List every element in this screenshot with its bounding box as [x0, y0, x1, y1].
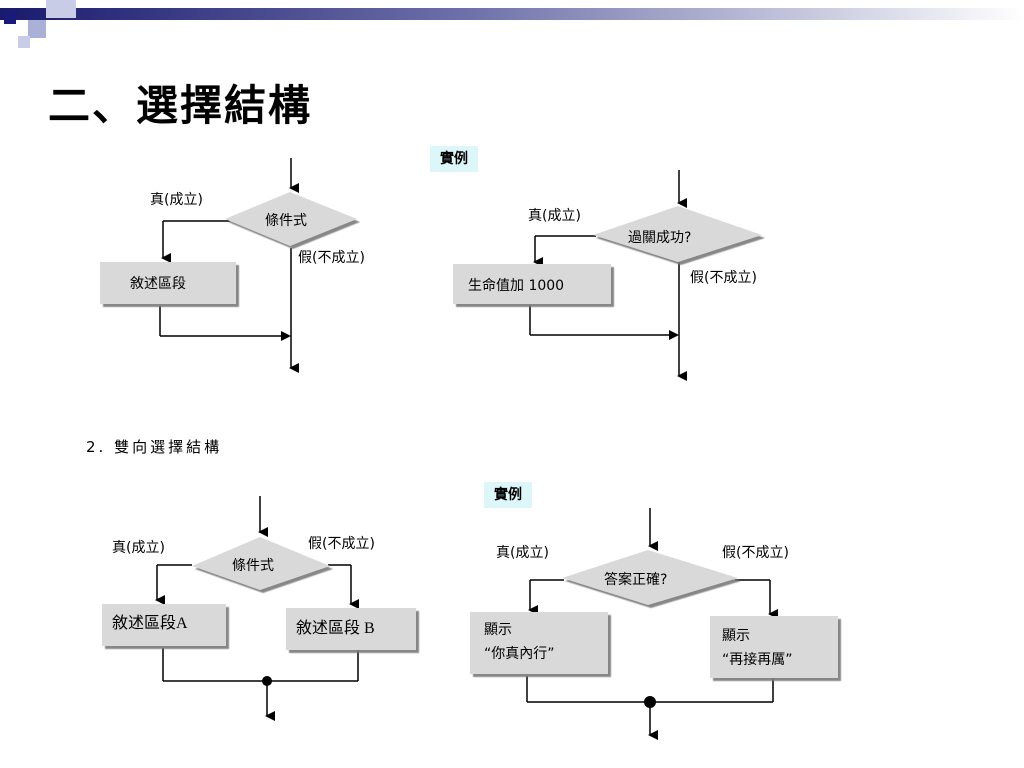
false-label: 假(不成立) [298, 250, 365, 266]
true-label-example: 真(成立) [528, 208, 581, 224]
join-dot [262, 676, 272, 686]
header-gradient-bar [0, 8, 1024, 20]
example-tag-1: 實例 [430, 146, 478, 172]
statement-block-example-b [710, 616, 838, 678]
block-a-text: 敘述區段A [112, 614, 188, 632]
block-example-a-line2: “你真內行” [484, 646, 555, 662]
block-text: 敘述區段 [130, 275, 186, 292]
condition-diamond-example [593, 206, 762, 262]
false-label-example: 假(不成立) [690, 270, 757, 286]
condition-diamond [225, 192, 357, 246]
condition-text-example-double: 答案正確? [604, 571, 667, 588]
statement-block-b [286, 608, 416, 650]
statement-block [100, 262, 236, 304]
diagram-example-single [529, 170, 687, 381]
condition-diamond-double [192, 537, 330, 590]
true-label-double: 真(成立) [112, 540, 165, 556]
condition-text-example: 過關成功? [628, 230, 691, 246]
block-b-text: 敘述區段 B [296, 619, 375, 637]
logo-square-light-1 [28, 20, 46, 38]
diagram-generic-single [159, 158, 299, 373]
page-title: 二、選擇結構 [48, 81, 313, 130]
true-label-example-double: 真(成立) [496, 545, 549, 561]
false-label-example-double: 假(不成立) [722, 545, 789, 561]
section-label: 2. 雙向選擇結構 [86, 438, 223, 456]
logo-square-light-2 [46, 0, 76, 18]
condition-text: 條件式 [265, 213, 307, 229]
logo-square-dark-1 [4, 12, 16, 24]
statement-block-example [453, 264, 611, 304]
logo-square-light-3 [18, 36, 30, 48]
block-text-example: 生命值加 1000 [468, 277, 564, 294]
block-example-b-line2: “再接再厲” [722, 651, 793, 668]
statement-block-example-a [470, 612, 608, 674]
header-bar [0, 0, 1024, 48]
condition-text-double: 條件式 [232, 558, 274, 574]
true-label: 真(成立) [150, 192, 203, 208]
block-example-b-line1: 顯示 [722, 628, 750, 644]
diagram-example-double [526, 508, 778, 740]
statement-block-a [102, 604, 226, 646]
example-tag-2: 實例 [484, 482, 532, 508]
condition-diamond-example-double [562, 550, 738, 605]
diagram-generic-double [155, 496, 359, 721]
false-label-double: 假(不成立) [308, 536, 375, 552]
block-example-a-line1: 顯示 [484, 622, 512, 638]
join-dot-example [644, 696, 656, 708]
